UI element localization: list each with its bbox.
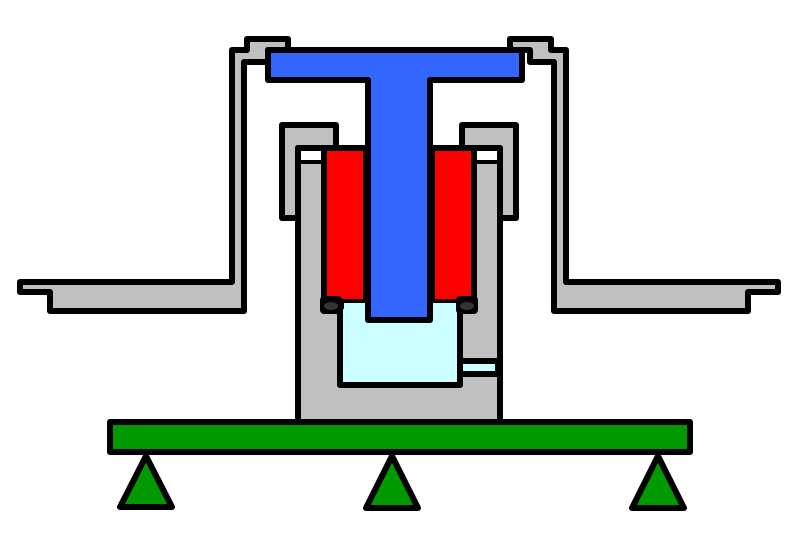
support-foot-left — [117, 453, 175, 510]
coil-left — [321, 145, 369, 305]
base-plate — [107, 419, 693, 455]
coil-right — [429, 145, 477, 305]
seal-right — [460, 302, 474, 310]
slot-right — [476, 151, 497, 161]
support-foot-right — [629, 453, 687, 511]
fluid-channel — [457, 358, 501, 377]
t-plunger — [265, 47, 525, 323]
seal-left — [324, 302, 338, 310]
slot-left — [301, 151, 322, 161]
support-foot-center — [363, 453, 421, 511]
outer-housing-right — [507, 36, 781, 314]
outer-housing-left — [17, 36, 291, 314]
